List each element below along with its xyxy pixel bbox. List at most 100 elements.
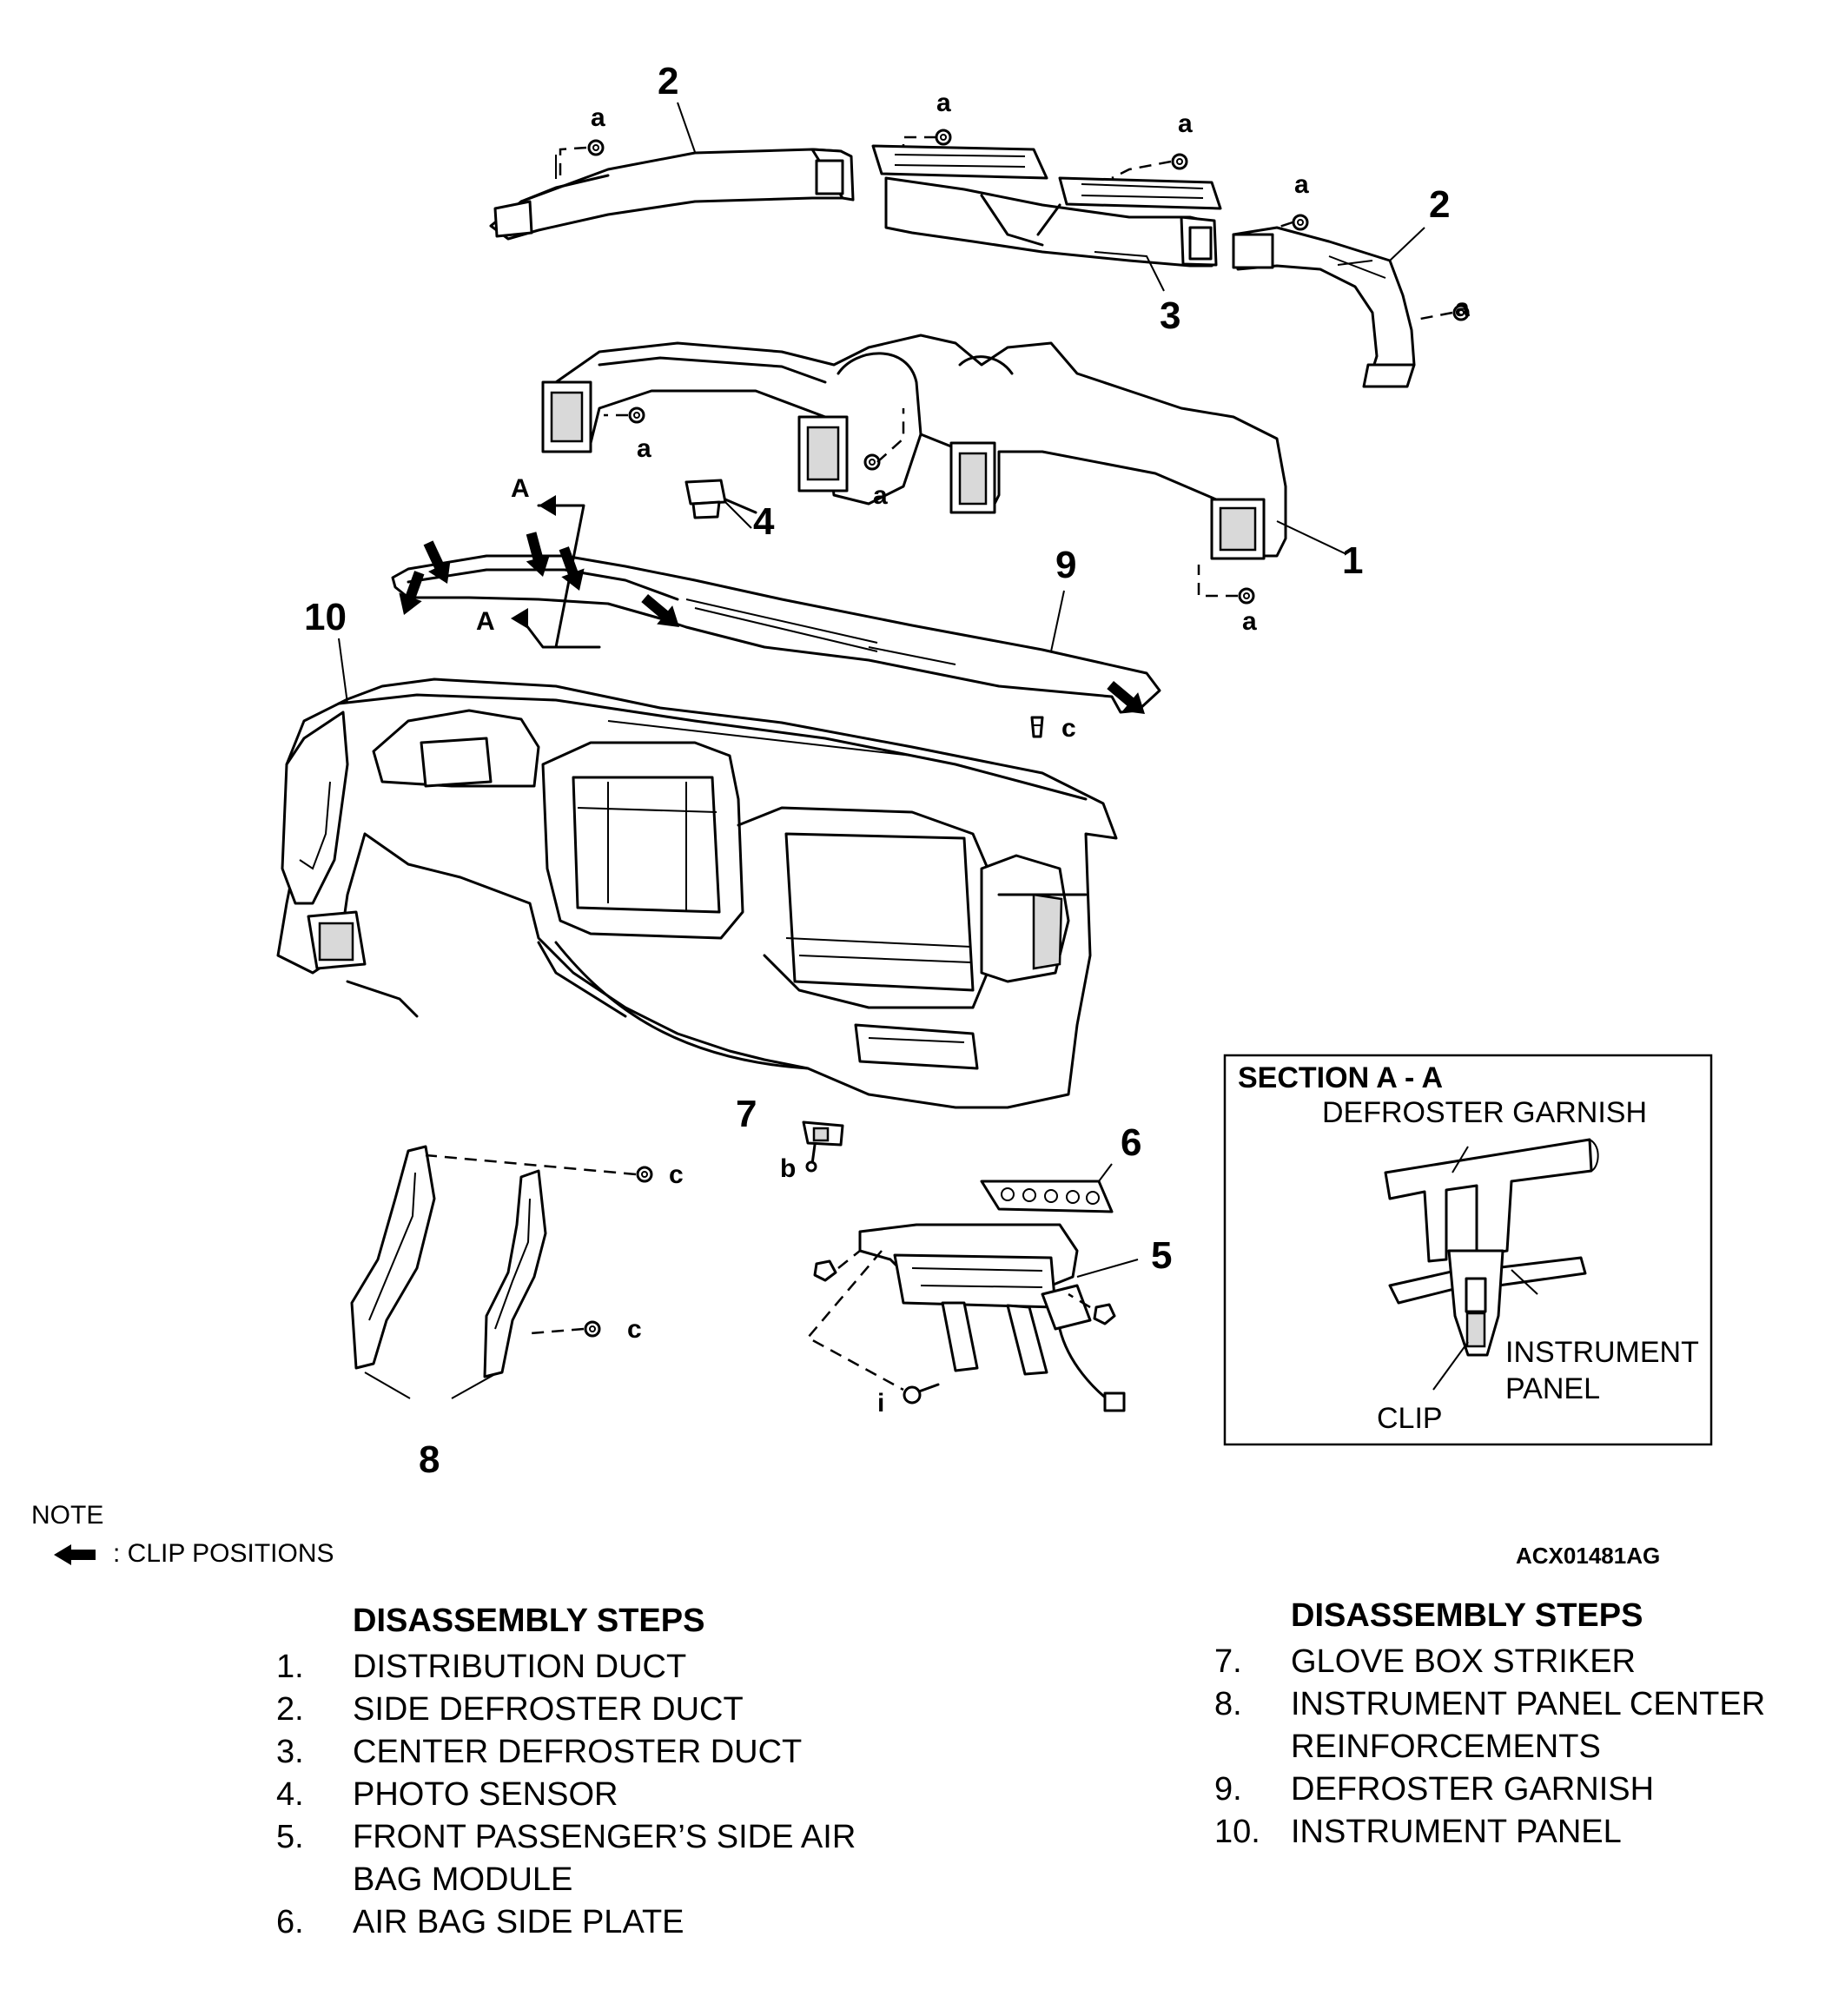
step-number: 2. [276,1691,304,1728]
section-a-a-inset: SECTION A - A DEFROSTER GARNISH INSTRUME… [1223,1054,1713,1446]
callout-9: 9 [1055,544,1076,586]
leader-lines-dashed [425,136,1453,1391]
screw-icon [587,139,605,156]
figure-code: ACX01481AG [1516,1543,1661,1569]
step-text: REINFORCEMENTS [1291,1728,1601,1765]
section-label-panel: PANEL [1505,1372,1600,1405]
section-title: SECTION A - A [1238,1061,1443,1094]
clip-arrow-icon [423,540,451,584]
section-mark-A: A [476,607,495,636]
fastener-label-a: a [1178,109,1193,138]
screw-icon [636,1166,653,1183]
screw-icon [1238,587,1255,605]
fastener-label-a: a [873,481,888,510]
step-row: REINFORCEMENTS [1214,1726,1822,1768]
section-arrow-icon [511,608,528,629]
clip-position-arrows [399,495,1145,714]
fastener-label-a: a [1455,294,1470,322]
fastener-label-i: i [877,1389,884,1418]
fasteners [584,129,1470,1405]
section-arrow-icon [539,495,556,516]
step-row: 1.DISTRIBUTION DUCT [276,1646,936,1689]
step-number: 8. [1214,1686,1242,1722]
air-bag-module [858,1223,1126,1412]
step-number: 9. [1214,1771,1242,1808]
fastener-label-a: a [1242,607,1257,636]
step-text: DEFROSTER GARNISH [1291,1771,1655,1808]
note-legend: : CLIP POSITIONS [113,1539,334,1568]
fastener-letters: a a a a a a a a c c c b i A A [476,89,1470,1418]
step-text: INSTRUMENT PANEL [1291,1814,1622,1850]
fastener-label-a: a [936,89,951,117]
clip-arrow-icon [1107,680,1145,714]
step-number: 7. [1214,1643,1242,1680]
photo-sensor [684,479,757,519]
clip-arrow-icon [559,546,585,591]
step-number [1214,1726,1291,1768]
step-text: GLOVE BOX STRIKER [1291,1643,1636,1680]
center-defroster-duct [871,144,1222,268]
screw-icon [863,453,881,471]
center-reinforcements [350,1145,547,1378]
section-label-clip: CLIP [1377,1402,1443,1435]
clip-position-legend-arrow-icon [54,1544,96,1565]
fastener-label-a: a [591,103,605,132]
step-text: AIR BAG SIDE PLATE [353,1904,684,1940]
step-row: 5. FRONT PASSENGER’S SIDE AIR [276,1816,936,1859]
bolt-icon [903,1383,940,1405]
step-text: CENTER DEFROSTER DUCT [353,1734,803,1770]
leader-lines [338,102,1425,1399]
step-text: DISTRIBUTION DUCT [353,1649,687,1685]
fastener-label-c: c [669,1160,684,1189]
callout-7: 7 [736,1093,757,1135]
steps-heading: DISASSEMBLY STEPS [353,1603,705,1639]
step-row: 9. DEFROSTER GARNISH [1214,1768,1822,1811]
step-row: 8.INSTRUMENT PANEL CENTER [1214,1683,1822,1726]
step-number: 6. [276,1904,304,1940]
defroster-garnish [391,554,1161,714]
steps-heading: DISASSEMBLY STEPS [1291,1597,1643,1634]
step-number: 5. [276,1819,304,1855]
section-mark-A: A [511,474,530,503]
screw-icon [584,1320,601,1338]
step-number: 4. [276,1776,304,1813]
callout-2-left: 2 [658,60,678,102]
fastener-label-a: a [637,434,651,463]
step-row: 10.INSTRUMENT PANEL [1214,1811,1822,1854]
section-label-instrument: INSTRUMENT [1505,1336,1699,1369]
fastener-label-c: c [1061,714,1076,743]
callout-8: 8 [419,1438,440,1481]
air-bag-side-plate [980,1180,1114,1213]
callout-3: 3 [1160,294,1180,337]
callout-numbers: 2 2 3 1 4 9 10 7 6 5 8 [304,60,1450,1481]
fastener-label-b: b [780,1154,796,1183]
step-row: 2. SIDE DEFROSTER DUCT [276,1689,936,1731]
step-row: 7. GLOVE BOX STRIKER [1214,1641,1822,1683]
callout-2-right: 2 [1429,183,1450,226]
note-title: NOTE [31,1501,104,1530]
step-number: 3. [276,1734,304,1770]
glove-box-striker [802,1120,844,1173]
distribution-duct [541,334,1287,560]
callout-5: 5 [1151,1234,1172,1277]
step-text: SIDE DEFROSTER DUCT [353,1691,744,1728]
step-row: 6. AIR BAG SIDE PLATE [276,1901,936,1944]
callout-6: 6 [1121,1121,1141,1164]
step-text: FRONT PASSENGER’S SIDE AIR [353,1819,856,1855]
disassembly-steps-right: DISASSEMBLY STEPS 7. GLOVE BOX STRIKER 8.… [1214,1595,1822,1854]
clip-arrow-icon [399,571,425,615]
screw-icon [1171,153,1188,170]
screw-icon [1292,214,1309,231]
screw-icon [628,407,645,424]
step-row: 4. PHOTO SENSOR [276,1774,936,1816]
clip-arrow-icon [641,593,679,627]
step-text: BAG MODULE [353,1861,573,1898]
callout-4: 4 [753,500,775,543]
callout-10: 10 [304,596,347,638]
side-defroster-duct-left [489,148,855,241]
step-text: PHOTO SENSOR [353,1776,618,1813]
nut-icon [813,1259,837,1282]
clip-arrow-icon [526,532,550,577]
screw-icon [1030,716,1044,738]
